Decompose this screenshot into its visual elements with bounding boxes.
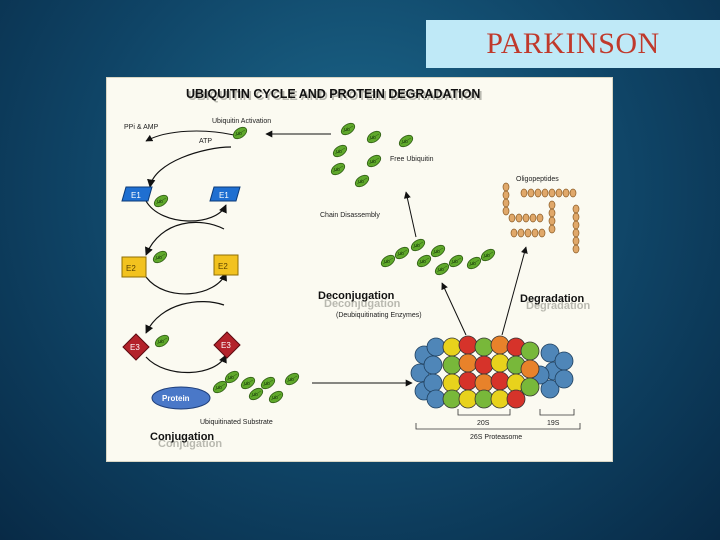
proteasome-26s-label: 26S Proteasome xyxy=(470,434,522,441)
oligopeptides-label: Oligopeptides xyxy=(516,176,559,183)
e3-label: E3 xyxy=(221,341,231,350)
ub-label: Ub xyxy=(438,267,444,272)
ubiquitin-activation-label: Ubiquitin Activation xyxy=(212,118,271,125)
ub-label: Ub xyxy=(156,255,162,260)
label-19s: 19S xyxy=(547,420,560,427)
ub-label: Ub xyxy=(398,251,404,256)
chain-disassembly-label: Chain Disassembly xyxy=(320,212,380,219)
ub-label: Ub xyxy=(370,135,376,140)
e1-enzyme-right xyxy=(209,186,241,202)
e2-enzyme-right xyxy=(213,254,239,276)
ub-label: Ub xyxy=(228,375,234,380)
ppi-release-arrow xyxy=(145,130,235,142)
svg-text:UBIQUITIN CYCLE AND PROTEIN DE: UBIQUITIN CYCLE AND PROTEIN DEGRADATION xyxy=(188,89,482,103)
ub-label: Ub xyxy=(420,259,426,264)
ub-label: Ub xyxy=(414,243,420,248)
protein-label: Protein xyxy=(162,394,190,403)
ub-label: Ub xyxy=(244,381,250,386)
ub-label: Ub xyxy=(402,139,408,144)
oligopeptides xyxy=(502,182,580,254)
deubiquitinating-enzymes-label: (Deubiquitinating Enzymes) xyxy=(336,312,422,319)
slide-title-box: PARKINSON xyxy=(426,20,720,68)
e1-cycle-arrow xyxy=(147,146,232,188)
e2-label: E2 xyxy=(218,262,228,271)
e1-enzyme-left xyxy=(121,186,153,202)
diagram-heading: UBIQUITIN CYCLE AND PROTEIN DEGRADATION xyxy=(186,87,480,101)
e3-enzyme-right xyxy=(213,331,241,359)
e2-loading-arrow xyxy=(145,272,227,295)
ub-label: Ub xyxy=(236,131,242,136)
proteasome xyxy=(410,335,574,409)
deconjugation-label: Deconjugation xyxy=(318,290,395,302)
degradation-label: Degradation xyxy=(520,293,584,305)
degradation-arrow xyxy=(501,246,528,336)
e1-label: E1 xyxy=(131,191,141,200)
ppi-amp-label: PPi & AMP xyxy=(124,124,159,131)
ub-label: Ub xyxy=(334,167,340,172)
e3-enzyme-left xyxy=(122,333,150,361)
free-ubiquitin-label: Free Ubiquitin xyxy=(390,156,434,163)
svg-text:Degradation: Degradation xyxy=(526,300,590,312)
ub-label: Ub xyxy=(344,127,350,132)
deconjugation-arrow xyxy=(441,282,467,336)
ub-label: Ub xyxy=(216,385,222,390)
ub-label: Ub xyxy=(358,179,364,184)
slide-title: PARKINSON xyxy=(486,27,660,60)
ub-label: Ub xyxy=(370,159,376,164)
label-20s: 20S xyxy=(477,420,490,427)
e2-enzyme-left xyxy=(121,256,147,278)
ub-label: Ub xyxy=(252,392,258,397)
svg-text:Deconjugation: Deconjugation xyxy=(324,298,401,310)
ubiquitinated-substrate-label: Ubiquitinated Substrate xyxy=(200,419,273,426)
protein-substrate xyxy=(151,386,211,410)
conjugation-label: Conjugation xyxy=(150,431,214,443)
diagram-canvas: UBIQUITIN CYCLE AND PROTEIN DEGRADATION … xyxy=(121,87,590,450)
svg-text:Conjugation: Conjugation xyxy=(158,438,222,450)
e3-label: E3 xyxy=(130,343,140,352)
e3-loading-arrow xyxy=(145,354,227,374)
ub-label: Ub xyxy=(384,259,390,264)
e2-label: E2 xyxy=(126,264,136,273)
ub-label: Ub xyxy=(288,377,294,382)
atp-label: ATP xyxy=(199,138,212,145)
e3-cycle-arrow xyxy=(145,301,225,334)
ub-label: Ub xyxy=(264,381,270,386)
e1-loading-arrow xyxy=(145,200,227,222)
ub-label: Ub xyxy=(336,149,342,154)
ub-label: Ub xyxy=(470,261,476,266)
ub-label: Ub xyxy=(272,395,278,400)
disassembly-arrow xyxy=(403,191,417,238)
ub-label: Ub xyxy=(158,339,164,344)
ub-label: Ub xyxy=(157,199,163,204)
ubiquitin-diagram: UBIQUITIN CYCLE AND PROTEIN DEGRADATION … xyxy=(106,77,613,462)
e1-label: E1 xyxy=(219,191,229,200)
ub-label: Ub xyxy=(484,253,490,258)
ub-label: Ub xyxy=(434,249,440,254)
e2-cycle-arrow xyxy=(145,221,225,256)
ub-label: Ub xyxy=(452,259,458,264)
